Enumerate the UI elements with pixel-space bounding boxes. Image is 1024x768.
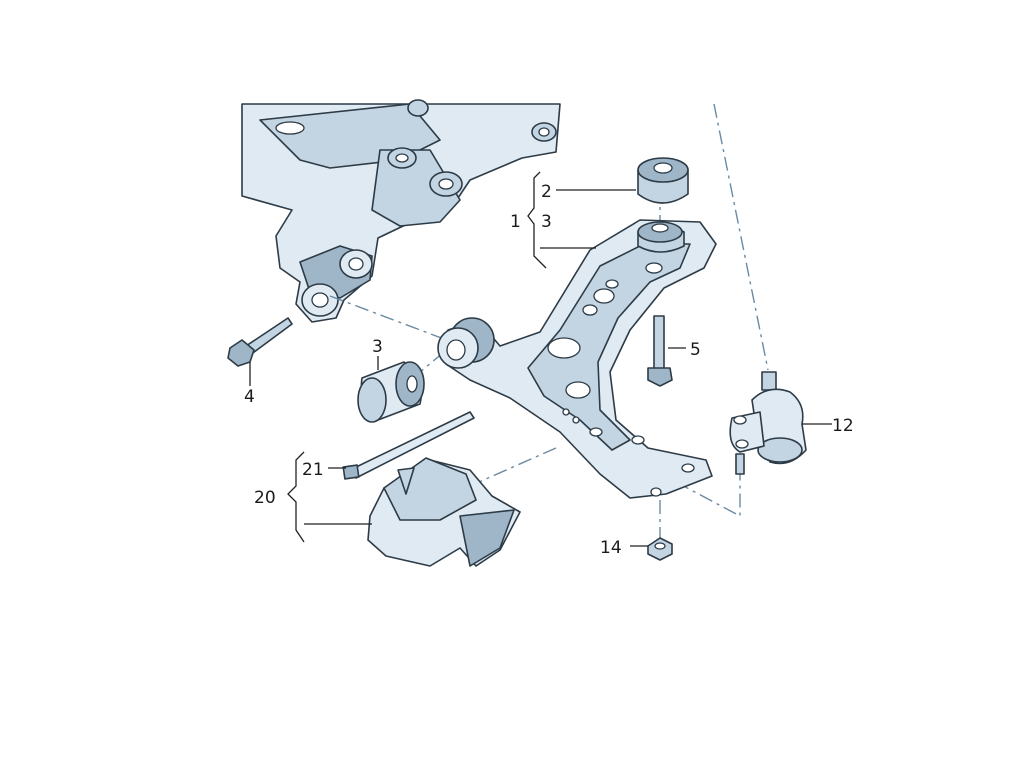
callout-20: 20 xyxy=(254,488,276,508)
callout-4: 4 xyxy=(244,387,255,407)
rear-bushing xyxy=(637,157,689,204)
ball-joint xyxy=(729,371,807,475)
callout-3-upper: 3 xyxy=(541,212,552,232)
cable-tie xyxy=(342,411,475,480)
control-arm xyxy=(437,219,717,499)
guard-cover xyxy=(367,457,521,567)
callout-1: 1 xyxy=(510,212,521,232)
front-bushing xyxy=(357,361,425,423)
callout-12: 12 xyxy=(832,416,854,436)
subframe-bolt xyxy=(227,317,293,367)
callout-2: 2 xyxy=(541,182,552,202)
subframe xyxy=(241,99,561,323)
leader-lines xyxy=(249,171,832,547)
callout-14: 14 xyxy=(600,538,622,558)
callout-21: 21 xyxy=(302,460,324,480)
callout-5: 5 xyxy=(690,340,701,360)
callout-3-front-bushing: 3 xyxy=(372,337,383,357)
callout-labels: 1 2 3 3 4 5 12 14 20 21 xyxy=(244,182,854,558)
arm-bolt xyxy=(647,315,673,387)
nut xyxy=(647,537,673,561)
